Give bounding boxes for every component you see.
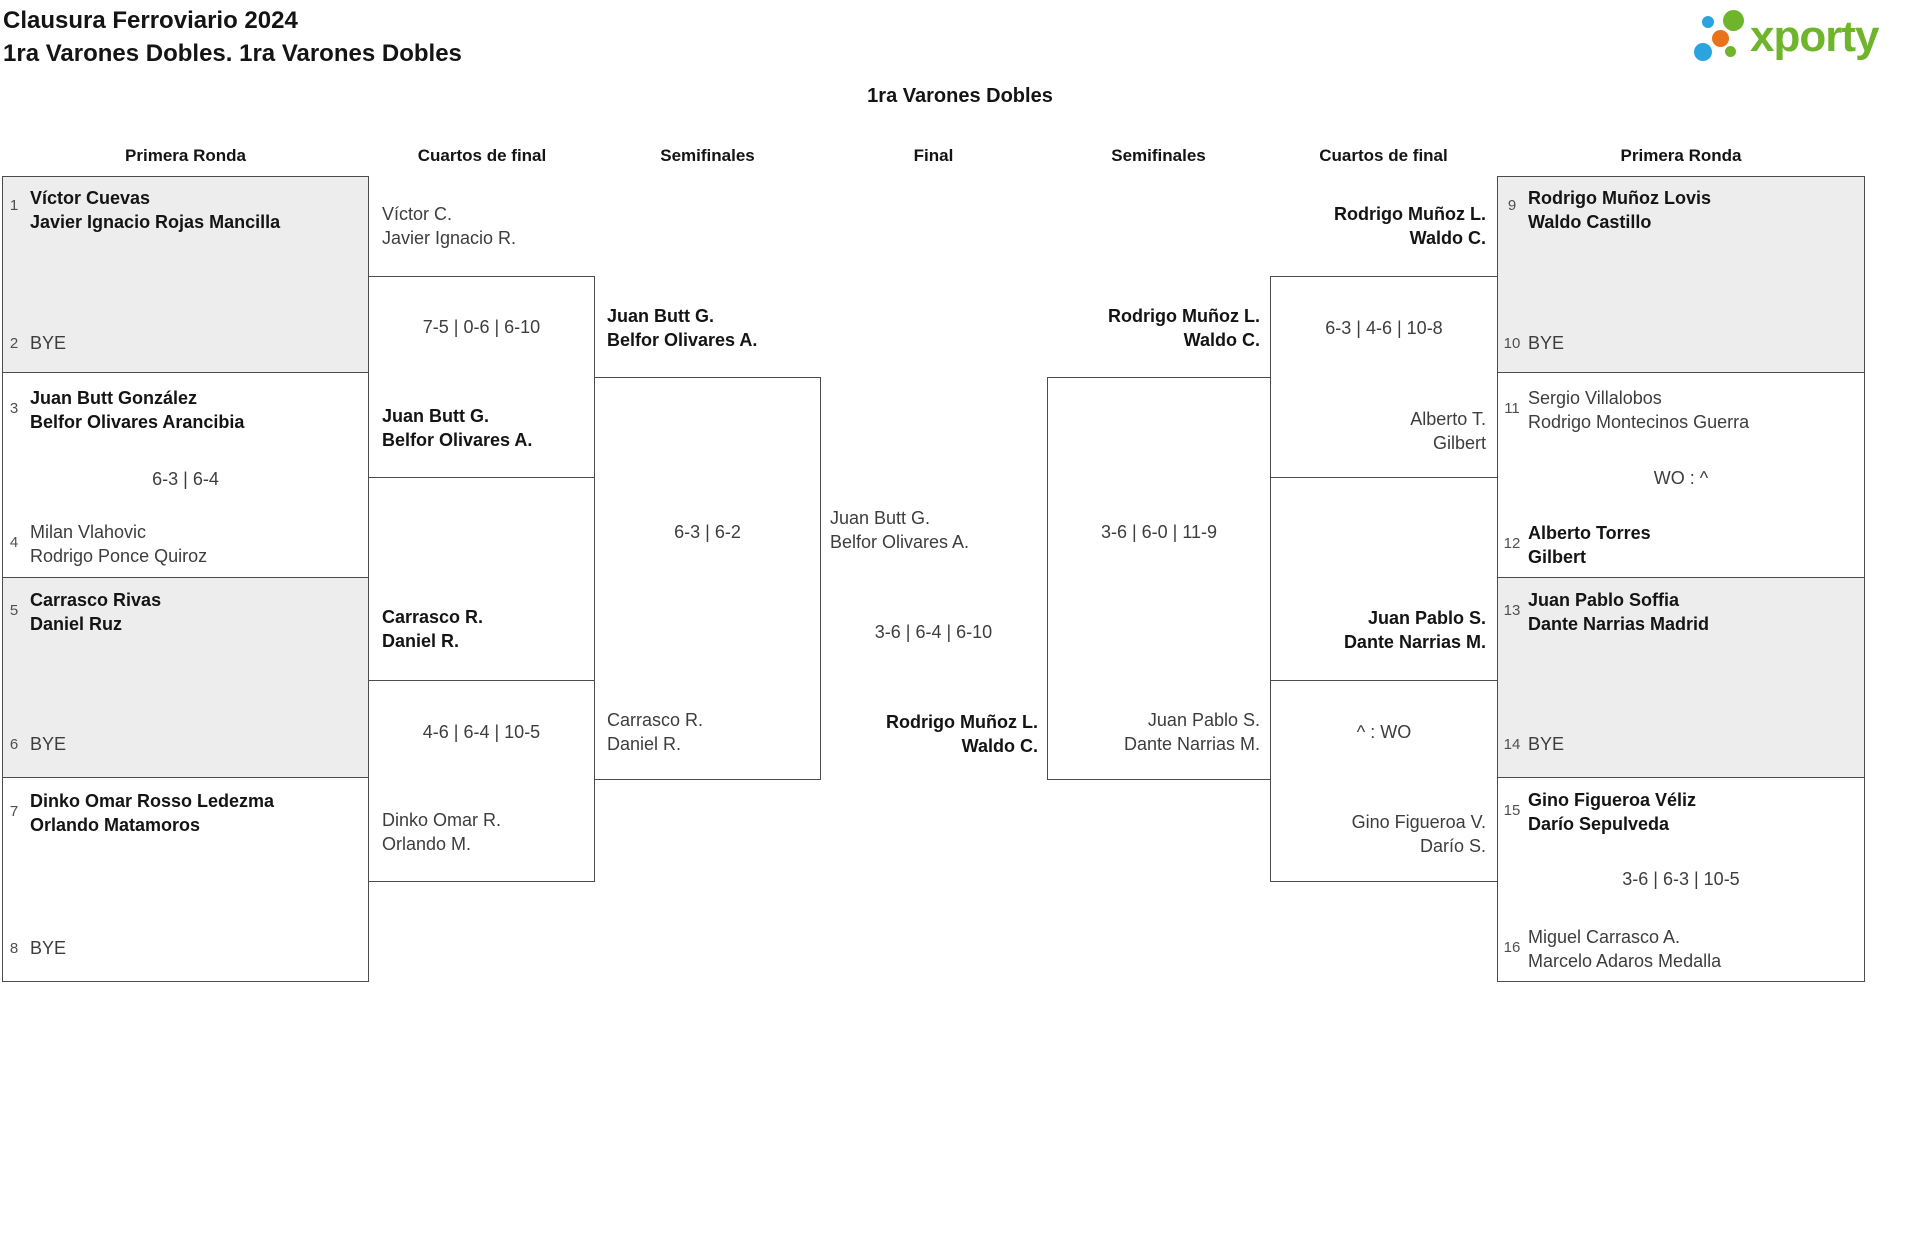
bracket-title: 1ra Varones Dobles [867, 85, 1053, 107]
qf-right-2-team-bottom: Gino Figueroa V. Darío S. [1351, 812, 1486, 856]
col-header-semifinales-right: Semifinales [1111, 146, 1206, 165]
page-title: Clausura Ferroviario 2024 1ra Varones Do… [3, 4, 462, 70]
qf-left-2-team-bottom: Dinko Omar R. Orlando M. [382, 810, 502, 854]
logo-dot-green-large-icon [1723, 10, 1744, 31]
qf-left-2-team-top: Carrasco R. Daniel R. [382, 607, 484, 651]
seed-number: 12 [1503, 535, 1521, 552]
pair-box-13-14 [1497, 577, 1865, 778]
seed-number: 7 [9, 803, 19, 820]
match-score-r1-15v16: 3-6 | 6-3 | 10-5 [1622, 869, 1740, 889]
seed-number: 4 [9, 534, 19, 551]
seed-number: 9 [1507, 197, 1517, 214]
team-entry-seed9: Rodrigo Muñoz Lovis Waldo Castillo [1528, 188, 1711, 232]
match-score-sf-left: 6-3 | 6-2 [674, 522, 741, 542]
team-entry-seed6: BYE [30, 734, 67, 754]
team-entry-seed7: Dinko Omar Rosso Ledezma Orlando Matamor… [30, 791, 275, 835]
seed-number: 13 [1503, 602, 1521, 619]
logo-dot-orange-icon [1712, 30, 1729, 47]
team-entry-seed14: BYE [1528, 734, 1565, 754]
match-score-qf-right-2: ^ : WO [1356, 722, 1412, 742]
team-entry-seed2: BYE [30, 333, 67, 353]
sf-right-team-top: Rodrigo Muñoz L. Waldo C. [1108, 306, 1260, 350]
logo-dot-blue-large-icon [1694, 43, 1712, 61]
qf-box-left-2 [368, 680, 595, 882]
pair-box-5-6 [2, 577, 369, 778]
team-entry-seed1: Víctor Cuevas Javier Ignacio Rojas Manci… [30, 188, 281, 232]
seed-number: 8 [9, 940, 19, 957]
seed-number: 10 [1503, 335, 1521, 352]
seed-number: 3 [9, 400, 19, 417]
seed-number: 1 [9, 197, 19, 214]
team-entry-seed8: BYE [30, 938, 67, 958]
pair-box-1-2 [2, 176, 369, 373]
col-header-semifinales-left: Semifinales [660, 146, 755, 165]
col-header-cuartos-left: Cuartos de final [417, 146, 547, 165]
final-team-top: Juan Butt G. Belfor Olivares A. [830, 508, 970, 552]
qf-right-1-team-bottom: Alberto T. Gilbert [1410, 409, 1486, 453]
final-team-bottom-winner: Rodrigo Muñoz L. Waldo C. [886, 712, 1038, 756]
qf-left-1-team-bottom: Juan Butt G. Belfor Olivares A. [382, 406, 533, 450]
seed-number: 11 [1504, 400, 1520, 417]
sf-left-team-top: Juan Butt G. Belfor Olivares A. [607, 306, 758, 350]
xporty-logo[interactable]: xporty [1690, 4, 1912, 66]
seed-number: 15 [1503, 802, 1521, 819]
team-entry-seed16: Miguel Carrasco A. Marcelo Adaros Medall… [1528, 927, 1722, 971]
match-score-r1-11v12: WO : ^ [1653, 468, 1709, 488]
seed-number: 2 [9, 335, 19, 352]
match-score-final: 3-6 | 6-4 | 6-10 [874, 622, 993, 642]
logo-dot-green-small-icon [1725, 46, 1736, 57]
team-entry-seed13: Juan Pablo Soffia Dante Narrias Madrid [1528, 590, 1710, 634]
seed-number: 6 [9, 736, 19, 753]
match-score-qf-left-1: 7-5 | 0-6 | 6-10 [422, 317, 541, 337]
seed-number: 5 [9, 602, 19, 619]
pair-box-9-10 [1497, 176, 1865, 373]
sf-right-team-bottom: Juan Pablo S. Dante Narrias M. [1123, 710, 1260, 754]
team-entry-seed10: BYE [1528, 333, 1565, 353]
team-entry-seed15: Gino Figueroa Véliz Darío Sepulveda [1528, 790, 1697, 834]
col-header-cuartos-right: Cuartos de final [1319, 146, 1448, 165]
match-score-r1-3v4: 6-3 | 6-4 [152, 469, 219, 489]
team-entry-seed11: Sergio Villalobos Rodrigo Montecinos Gue… [1528, 388, 1750, 432]
team-entry-seed5: Carrasco Rivas Daniel Ruz [30, 590, 162, 634]
seed-number: 14 [1503, 736, 1521, 753]
match-score-sf-right: 3-6 | 6-0 | 11-9 [1100, 522, 1218, 542]
sf-left-team-bottom: Carrasco R. Daniel R. [607, 710, 704, 754]
team-entry-seed3: Juan Butt González Belfor Olivares Aranc… [30, 388, 245, 432]
qf-right-2-team-top: Juan Pablo S. Dante Narrias M. [1343, 608, 1486, 652]
qf-left-1-team-top: Víctor C. Javier Ignacio R. [382, 204, 517, 248]
seed-number: 16 [1503, 939, 1521, 956]
sf-box-right [1047, 377, 1271, 780]
match-score-qf-right-1: 6-3 | 4-6 | 10-8 [1325, 318, 1443, 338]
qf-box-right-2 [1270, 680, 1498, 882]
team-entry-seed12: Alberto Torres Gilbert [1528, 523, 1651, 567]
qf-right-1-team-top: Rodrigo Muñoz L. Waldo C. [1334, 204, 1486, 248]
tournament-title: Clausura Ferroviario 2024 [3, 7, 298, 34]
match-score-qf-left-2: 4-6 | 6-4 | 10-5 [422, 722, 541, 742]
logo-wordmark: xporty [1750, 12, 1879, 61]
sf-box-left [594, 377, 821, 780]
col-header-primera-ronda-left: Primera Ronda [125, 146, 246, 165]
col-header-primera-ronda-right: Primera Ronda [1620, 146, 1742, 165]
team-entry-seed4: Milan Vlahovic Rodrigo Ponce Quiroz [30, 522, 208, 566]
logo-dot-blue-small-icon [1702, 16, 1714, 28]
category-title: 1ra Varones Dobles. 1ra Varones Dobles [3, 40, 462, 67]
col-header-final: Final [913, 146, 954, 165]
